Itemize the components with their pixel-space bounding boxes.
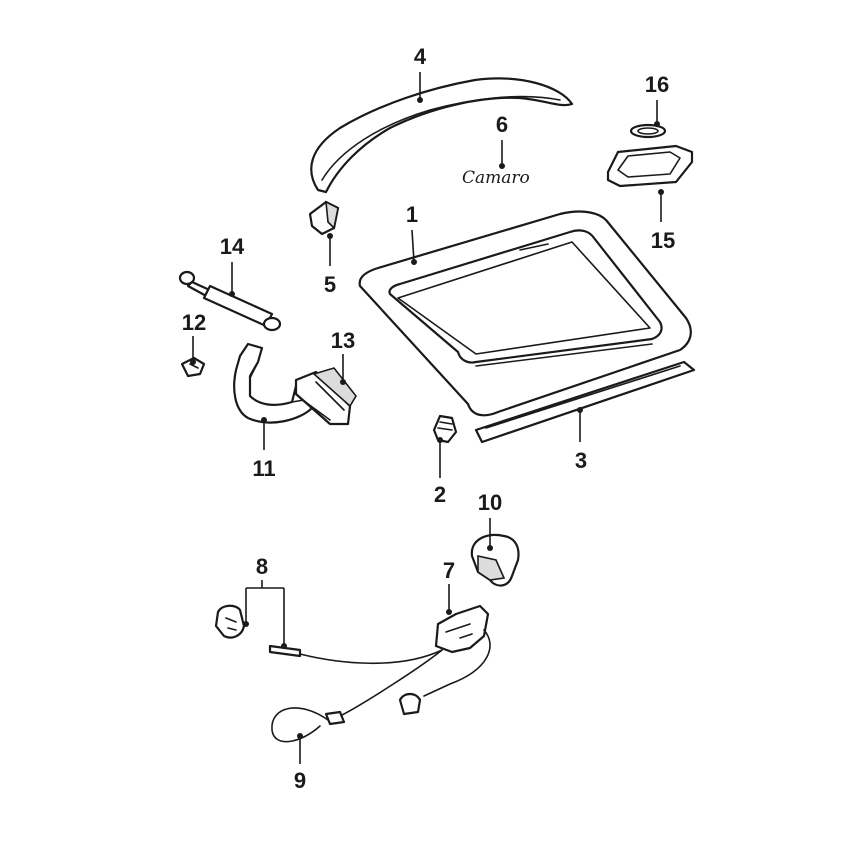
callout-13: 13 — [331, 328, 355, 353]
lower-panel-part — [474, 360, 696, 444]
callout-3: 3 — [575, 448, 587, 473]
callout-11: 11 — [252, 456, 275, 481]
callout-8: 8 — [256, 554, 268, 579]
callout-labels: 4 6 16 15 5 1 14 12 13 11 3 2 10 7 8 9 — [182, 44, 675, 793]
callout-15: 15 — [651, 228, 675, 253]
lamp-housing-part — [606, 144, 694, 188]
spoiler-part — [310, 77, 574, 194]
bumper-stop-part — [432, 414, 458, 444]
cable-assembly-part — [271, 629, 491, 743]
callout-1: 1 — [406, 202, 418, 227]
camaro-emblem: Camaro — [462, 168, 530, 188]
callout-2: 2 — [434, 482, 446, 507]
callout-4: 4 — [414, 44, 427, 69]
callout-6: 6 — [496, 112, 508, 137]
callout-10: 10 — [478, 490, 502, 515]
callout-7: 7 — [443, 558, 455, 583]
emblem-text: Camaro — [462, 168, 530, 188]
hinge-block-part — [294, 367, 357, 426]
latch-cover-part — [470, 533, 520, 587]
hinge-part — [233, 342, 314, 424]
callout-14: 14 — [220, 234, 245, 259]
bulb-part — [629, 123, 667, 139]
gas-strut-part — [178, 270, 282, 332]
callout-9: 9 — [294, 768, 306, 793]
leader-lines — [190, 72, 664, 764]
latch-part — [434, 604, 490, 654]
callout-5: 5 — [324, 272, 336, 297]
striker-part — [214, 604, 302, 658]
callout-12: 12 — [182, 310, 206, 335]
liftgate-part — [358, 210, 692, 417]
bolt-part — [180, 356, 206, 378]
callout-16: 16 — [645, 72, 669, 97]
cap-part — [308, 200, 340, 236]
